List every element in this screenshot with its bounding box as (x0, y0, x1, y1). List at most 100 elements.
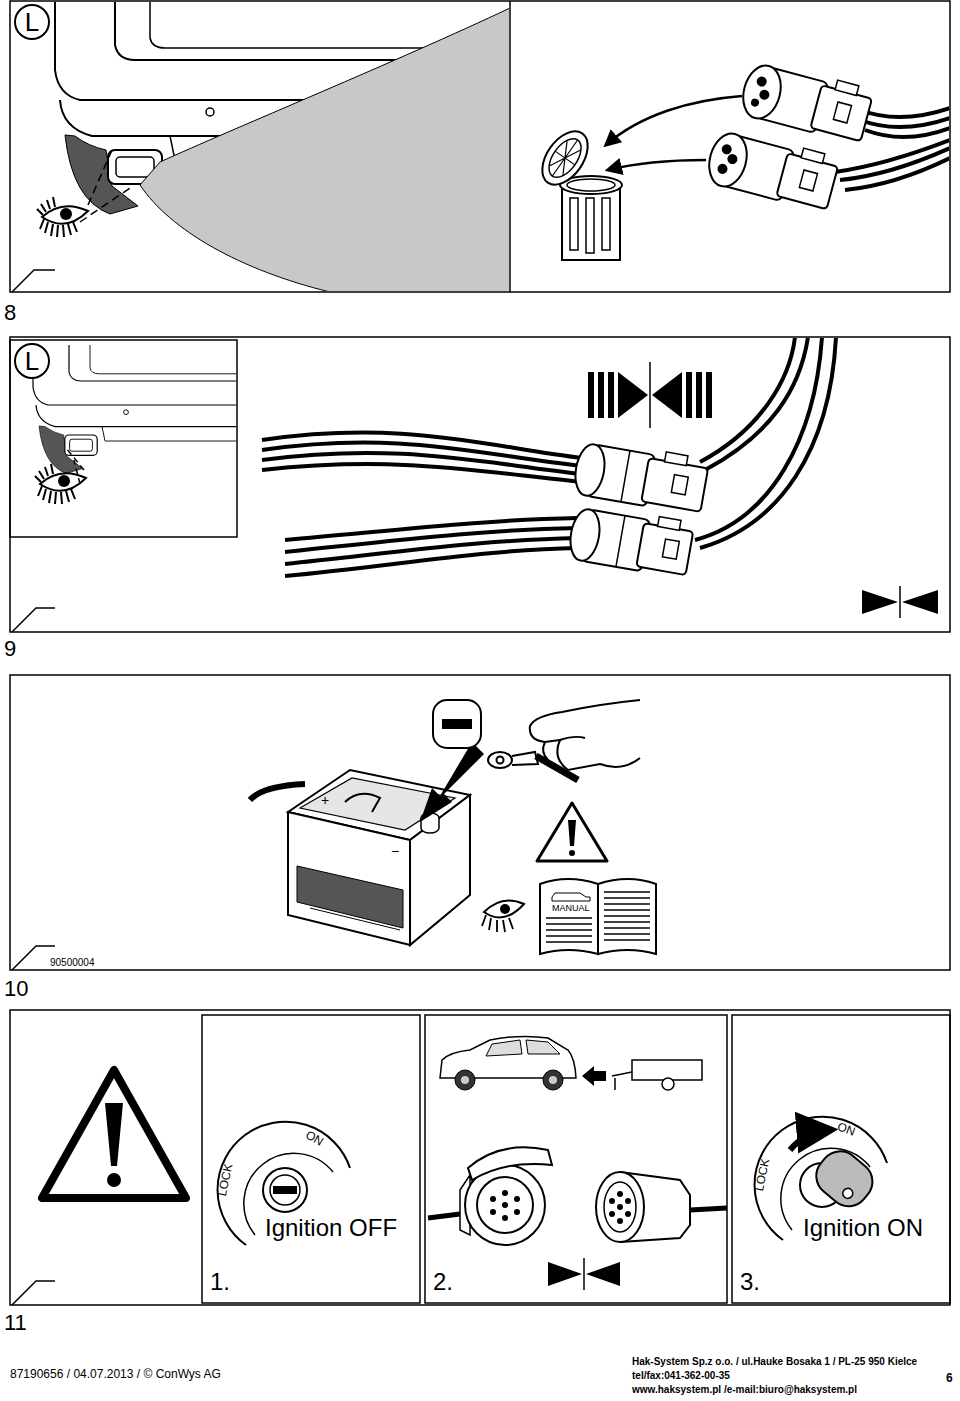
battery (297, 866, 403, 928)
manual-book (604, 915, 650, 917)
step-number: 9 (4, 636, 16, 661)
part-number: 90500004 (50, 957, 95, 969)
book-title: MANUAL (552, 903, 590, 913)
socket-and-plug (617, 1204, 623, 1210)
push-together-symbol (588, 362, 938, 618)
sequence-number: 3. (740, 1268, 760, 1296)
car-and-trailer (632, 1060, 702, 1080)
socket-and-plug (617, 1218, 623, 1224)
connector-pair (621, 451, 630, 502)
connector-pair (662, 539, 679, 559)
connector-storage (562, 185, 620, 260)
socket-and-plug (428, 1147, 727, 1290)
battery (288, 812, 410, 945)
connector-storage (738, 57, 875, 146)
connector-storage (543, 133, 588, 183)
panel-frame (12, 270, 55, 292)
polarity-mark: − (391, 843, 399, 859)
eye-symbol (482, 915, 513, 932)
car-and-trailer (662, 1078, 674, 1090)
warning-symbol (537, 803, 607, 861)
car-and-trailer (549, 1076, 557, 1084)
connector-storage (606, 96, 742, 145)
company-contact: tel/fax:041-362-00-35 (632, 1370, 730, 1382)
car-rear-view (140, 8, 509, 291)
connector-storage (810, 85, 872, 141)
ignition-switch (808, 1143, 880, 1214)
connector-pair (636, 523, 693, 575)
connector-storage (533, 57, 949, 260)
connector-storage (833, 102, 851, 123)
connector-storage (721, 143, 733, 155)
socket-and-plug (609, 1191, 631, 1224)
car-rear-view (66, 448, 84, 484)
page-number: 6 (946, 1372, 953, 1386)
car-and-trailer (612, 1072, 632, 1090)
warning-symbol (107, 1173, 121, 1187)
minus-symbol (442, 719, 472, 729)
connector-storage (602, 198, 610, 250)
push-together-symbol (652, 372, 682, 418)
socket-and-plug (502, 1190, 508, 1196)
socket-and-plug (604, 1182, 636, 1232)
connector-pair (285, 518, 578, 576)
company-address: Hak-System Sp.z o.o. / ul.Hauke Bosaka 1… (632, 1356, 917, 1368)
manual-book (604, 891, 650, 893)
connector-storage (750, 98, 760, 108)
connector-storage (567, 179, 615, 191)
socket-and-plug (468, 1147, 552, 1180)
hand-with-terminal (543, 737, 585, 760)
connector-storage (543, 133, 588, 183)
socket-and-plug (625, 1211, 631, 1217)
eye-symbol (500, 904, 510, 914)
socket-and-plug (477, 1177, 533, 1233)
push-together-symbol (588, 372, 594, 418)
manual-book (604, 897, 650, 899)
battery (420, 742, 484, 822)
hand-with-terminal (488, 700, 640, 780)
ignition-switch (273, 1186, 297, 1194)
car-rear-view (33, 345, 236, 473)
switch-position: LOCK (216, 1163, 236, 1198)
company-contact: www.haksystem.pl /e-mail:biuro@haksystem… (632, 1384, 857, 1396)
step-number: 8 (4, 300, 16, 325)
connector-storage (586, 198, 594, 253)
socket-and-plug (428, 1214, 460, 1218)
socket-and-plug (490, 1196, 496, 1202)
state-label: Ignition ON (803, 1214, 923, 1242)
connector-storage (726, 153, 738, 165)
manual-book (540, 879, 598, 954)
connector-pair (616, 516, 625, 567)
node-text: L (25, 348, 39, 374)
circled-letter: L (14, 343, 50, 379)
connector-storage (776, 153, 838, 209)
connector-storage (801, 148, 825, 163)
socket-and-plug (625, 1198, 631, 1204)
push-together-symbol (598, 372, 604, 418)
connector-pair (262, 338, 836, 579)
switch-position: ON (303, 1129, 325, 1150)
connector-pair (572, 442, 609, 498)
ignition-switch (263, 1168, 307, 1212)
socket-and-plug (490, 1190, 520, 1221)
manual-book (546, 917, 592, 919)
car-and-trailer (582, 1066, 606, 1086)
connector-storage (835, 80, 859, 95)
car-and-trailer (486, 1040, 560, 1056)
hand-with-terminal (488, 752, 512, 768)
eye-symbol (484, 900, 524, 917)
push-together-symbol (902, 590, 938, 614)
connector-storage (716, 163, 728, 175)
hand-with-terminal (497, 757, 504, 764)
connector-pair (665, 452, 688, 466)
connector-pair (262, 433, 582, 482)
car-rear-view (35, 464, 86, 504)
panel-frame (12, 946, 55, 970)
eye-symbol (482, 900, 524, 932)
socket-and-plug (548, 1262, 582, 1286)
push-together-symbol (649, 362, 651, 428)
manual-book (604, 909, 650, 911)
manual-book (540, 879, 656, 954)
ignition-switch (790, 1130, 830, 1150)
